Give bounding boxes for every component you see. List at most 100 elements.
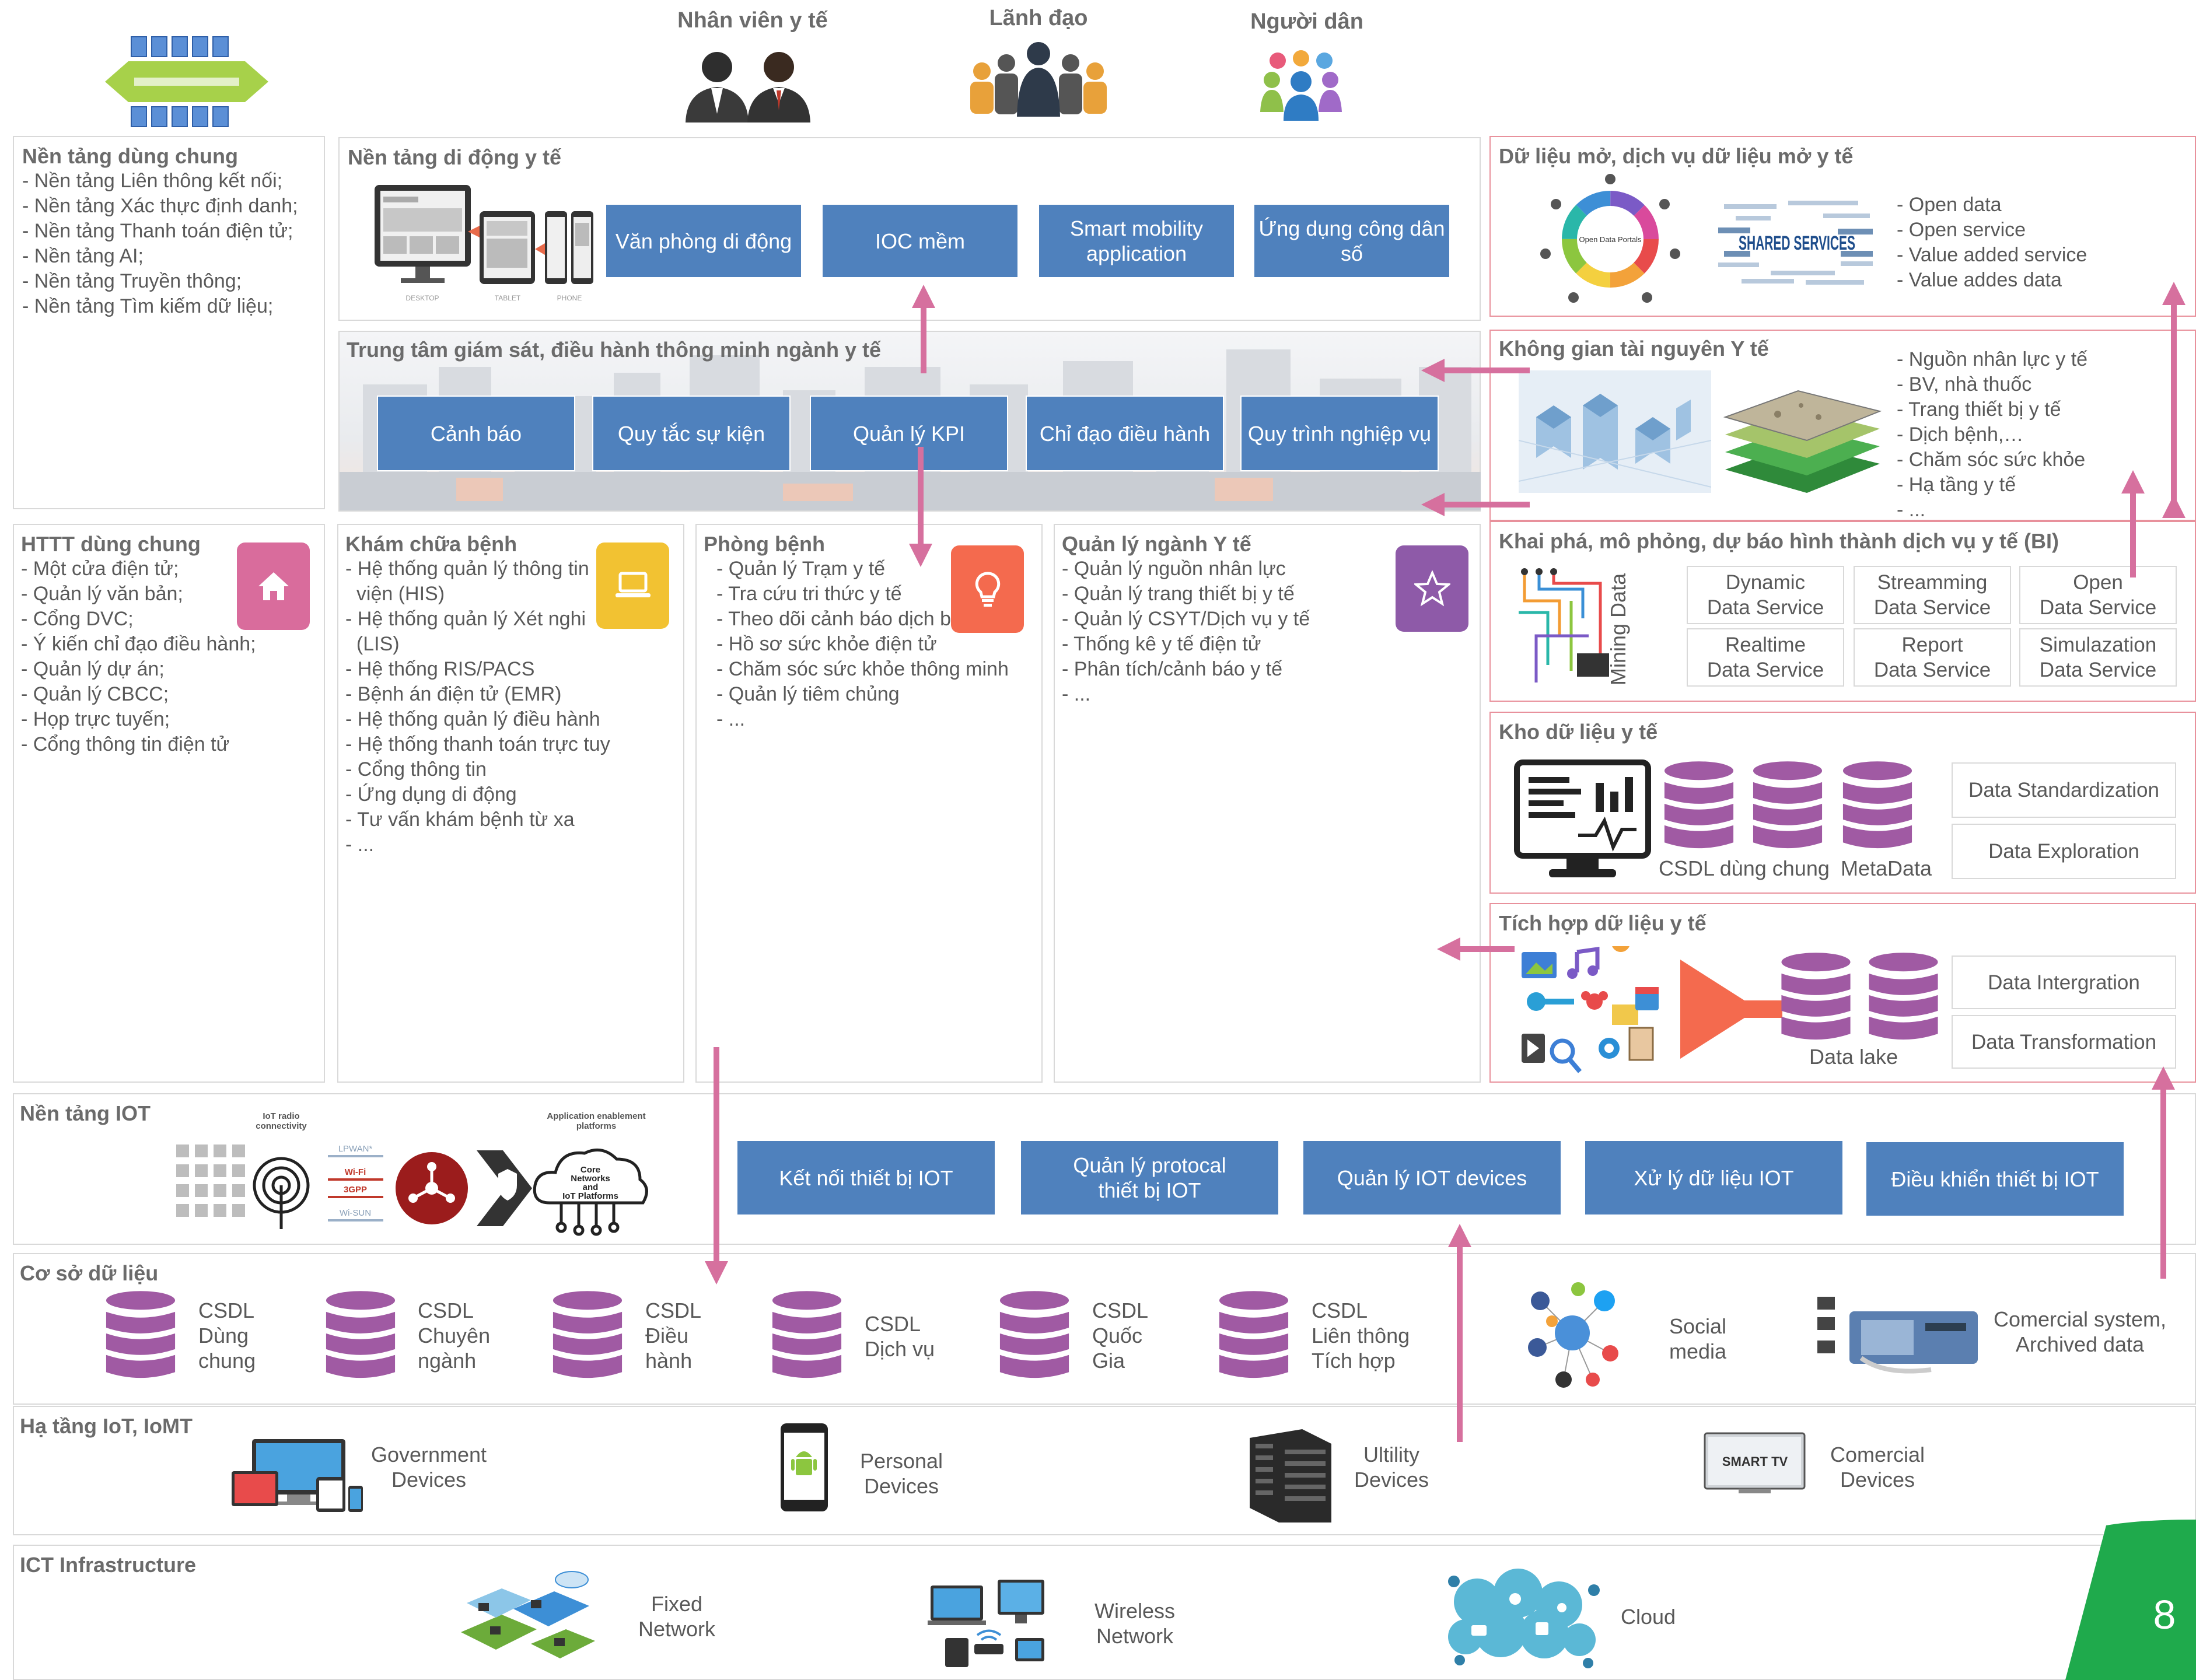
data-standardization-button[interactable]: Data Standardization: [1952, 762, 2176, 818]
staff-label: Nhân viên y tế: [677, 8, 828, 33]
iot-connect-button[interactable]: Kết nối thiết bị IOT: [736, 1140, 996, 1216]
open-data-service[interactable]: Open Data Service: [2019, 566, 2177, 624]
db-specialized-label: CSDL Chuyên ngành: [418, 1298, 491, 1373]
db-integrated-label: CSDL Liên thông Tích hợp: [1312, 1298, 1410, 1373]
shared-platform-title: Nền tảng dùng chung: [22, 144, 238, 168]
bi-panel: Khai phá, mô phỏng, dự báo hình thành dị…: [1489, 521, 2196, 702]
db-service-icon: [769, 1290, 845, 1384]
iot-radio-line-1: IoT radio: [263, 1111, 299, 1121]
app-platform-line-1: Application enablement: [547, 1111, 645, 1121]
tablet-caption: TABLET: [495, 294, 521, 302]
warehouse-title: Kho dữ liệu y tế: [1499, 720, 1658, 744]
data-transformation-button[interactable]: Data Transformation: [1952, 1015, 2176, 1069]
iot-infra-title: Hạ tầng IoT, IoMT: [20, 1414, 193, 1438]
mobile-office-button[interactable]: Văn phòng di động: [605, 204, 802, 278]
streaming-data-service[interactable]: Streamming Data Service: [1854, 566, 2011, 624]
open-data-title: Dữ liệu mở, dịch vụ dữ liệu mở y tế: [1499, 144, 1854, 168]
government-devices-icon: [229, 1436, 366, 1515]
db-national-icon: [996, 1290, 1072, 1384]
soft-ioc-button[interactable]: IOC mềm: [821, 204, 1019, 278]
event-rules-button[interactable]: Quy tắc sự kiện: [592, 396, 791, 471]
mobile-platform-title: Nền tảng di động y tế: [348, 145, 561, 169]
clinic-list: - Hệ thống quản lý thông tin viện (HIS) …: [345, 558, 611, 856]
realtime-data-service[interactable]: Realtime Data Service: [1687, 628, 1844, 687]
management-list: - Quản lý nguồn nhân lực - Quản lý trang…: [1062, 558, 1310, 705]
resources-title: Không gian tài nguyên Y tế: [1499, 337, 1769, 360]
social-media-icon: [1523, 1278, 1622, 1391]
data-exploration-button[interactable]: Data Exploration: [1952, 824, 2176, 879]
iot-protocol-button[interactable]: Quản lý protocal thiết bị IOT: [1020, 1140, 1279, 1216]
db-specialized-icon: [323, 1290, 398, 1384]
app-platform-line-2: platforms: [576, 1121, 616, 1131]
core-network-line-1: Core: [581, 1165, 600, 1175]
leaders-label: Lãnh đạo: [989, 6, 1088, 30]
prevention-panel: Phòng bệnh - Quản lý Trạm y tế - Tra cứu…: [695, 524, 1043, 1083]
db-shared-icon: [103, 1290, 179, 1384]
database-title: Cơ sở dữ liệu: [20, 1261, 159, 1285]
shared-db-icon: [1661, 761, 1737, 854]
smart-mobility-button[interactable]: Smart mobility application: [1038, 204, 1235, 278]
desktop-caption: DESKTOP: [405, 294, 439, 302]
shared-platform-list: - Nền tảng Liên thông kết nối; - Nền tản…: [22, 170, 298, 317]
dynamic-data-service[interactable]: Dynamic Data Service: [1687, 566, 1844, 624]
open-data-panel: Dữ liệu mở, dịch vụ dữ liệu mở y tế Open…: [1489, 136, 2196, 317]
wireless-network-label: Wireless Network: [1094, 1599, 1175, 1648]
data-sources-icons: [1519, 946, 1659, 1077]
business-process-button[interactable]: Quy trình nghiệp vụ: [1240, 396, 1439, 471]
resources-list: - Nguồn nhân lực y tế - BV, nhà thuốc - …: [1897, 348, 2088, 516]
iot-platform-title: Nền tảng IOT: [20, 1101, 151, 1125]
shared-db-label: CSDL dùng chung: [1659, 856, 1830, 880]
mining-data-label: Mining Data: [1606, 573, 1630, 685]
ict-panel: ICT Infrastructure: [13, 1545, 2196, 1680]
cloud-icon: [1436, 1567, 1606, 1669]
server-rack-icon: [105, 32, 268, 131]
iot-control-button[interactable]: Điều khiển thiết bị IOT: [1865, 1141, 2125, 1217]
httt-panel: HTTT dùng chung - Một cửa điện tử; - Quả…: [13, 524, 325, 1083]
db-integrated-icon: [1216, 1290, 1292, 1384]
ioc-title: Trung tâm giám sát, điều hành thông minh…: [347, 338, 882, 362]
data-integration-button[interactable]: Data Intergration: [1952, 956, 2176, 1009]
staff-icon: [680, 50, 820, 123]
db-executive-icon: [550, 1290, 625, 1384]
data-lake-db-icon-2: [1864, 952, 1943, 1045]
monitor-dashboard-icon: [1514, 760, 1651, 882]
protocol-wifi: Wi-Fi: [345, 1167, 366, 1177]
db-service-label: CSDL Dịch vụ: [865, 1312, 935, 1361]
portal-center-text: Open Data Portals: [1579, 235, 1642, 244]
iot-radio-line-2: connectivity: [256, 1121, 307, 1131]
leaders-icon: [966, 41, 1111, 117]
resources-panel: Không gian tài nguyên Y tế - Nguồn nhân …: [1489, 330, 2196, 521]
iot-data-processing-button[interactable]: Xử lý dữ liệu IOT: [1584, 1140, 1844, 1216]
home-icon: [237, 542, 310, 630]
shared-services-cloud: SHARED SERVICES: [1718, 192, 1876, 292]
personal-devices-label: Personal Devices: [859, 1449, 943, 1498]
personal-devices-icon: [779, 1422, 829, 1513]
funnel-icon: [1680, 960, 1782, 1059]
gis-layers-graphic: [1719, 382, 1886, 499]
open-data-list: - Open data - Open service - Value added…: [1897, 194, 2087, 291]
simulation-data-service[interactable]: Simulazation Data Service: [2019, 628, 2177, 687]
db-shared-label: CSDL Dùng chung: [198, 1298, 256, 1373]
report-data-service[interactable]: Report Data Service: [1854, 628, 2011, 687]
kpi-management-button[interactable]: Quản lý KPI: [810, 396, 1008, 471]
city-3d-graphic: [1519, 370, 1711, 493]
core-network-line-2: Networks: [571, 1174, 610, 1184]
smart-tv-text: SMART TV: [1722, 1454, 1788, 1469]
wireless-network-icon: [928, 1574, 1050, 1670]
fixed-network-label: Fixed Network: [638, 1592, 716, 1641]
laptop-icon: [596, 542, 669, 629]
data-lake-label: Data lake: [1809, 1045, 1898, 1069]
alert-button[interactable]: Cảnh báo: [377, 396, 575, 471]
clinic-title: Khám chữa bệnh: [345, 532, 517, 556]
digital-citizen-app-button[interactable]: Ứng dụng công dân số: [1253, 204, 1450, 278]
iot-devices-button[interactable]: Quản lý IOT devices: [1302, 1140, 1562, 1216]
phone-caption: PHONE: [557, 294, 582, 302]
shared-services-text: SHARED SERVICES: [1739, 232, 1855, 254]
lightbulb-icon: [951, 545, 1024, 633]
core-network-line-3: and: [583, 1182, 599, 1192]
executive-direction-button[interactable]: Chỉ đạo điều hành: [1026, 396, 1224, 471]
government-devices-label: Government Devices: [370, 1443, 487, 1492]
